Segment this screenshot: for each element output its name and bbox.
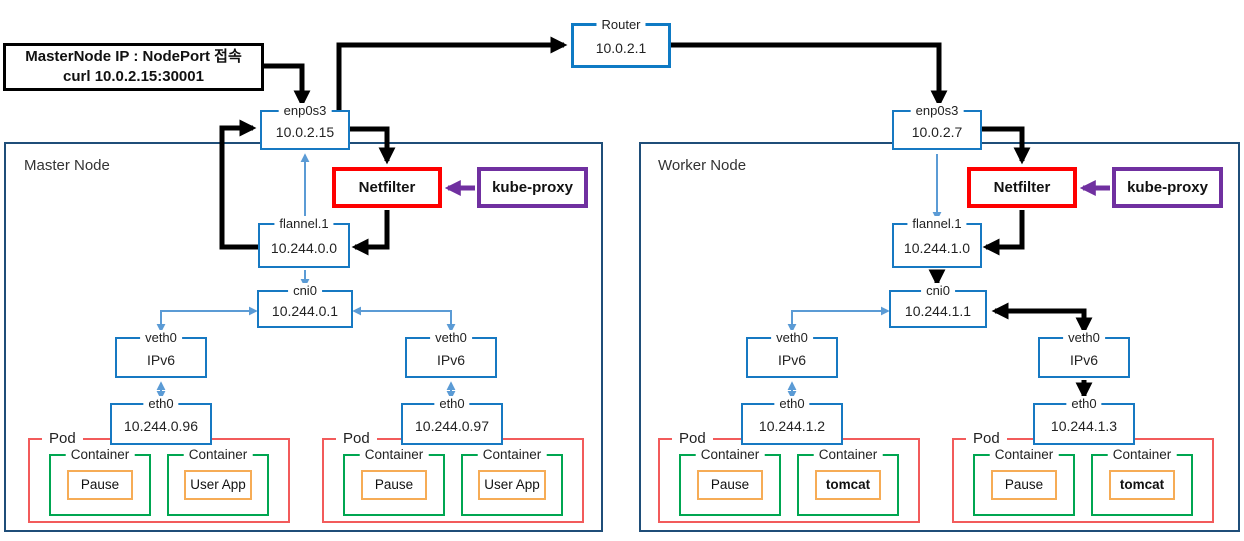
worker-node-label: Worker Node — [658, 157, 747, 174]
interface-title: cni0 — [921, 283, 955, 298]
worker-kube-proxy-box: kube-proxy — [1112, 167, 1223, 208]
worker-pod-right: Pod Container Pause Container tomcat — [952, 430, 1214, 523]
interface-title: cni0 — [288, 283, 322, 298]
container-label: Container — [359, 447, 429, 462]
master-eth-left-box: eth0 10.244.0.96 — [110, 396, 212, 445]
container-label: Container — [65, 447, 135, 462]
worker-enp0s3-box: enp0s3 10.0.2.7 — [892, 103, 982, 150]
interface-title: eth0 — [1066, 396, 1102, 411]
container-box: Container Pause — [343, 447, 445, 516]
interface-ip: 10.244.1.2 — [758, 418, 826, 434]
container-label: Container — [477, 447, 547, 462]
interface-title: eth0 — [774, 396, 810, 411]
app-box-pause: Pause — [991, 469, 1057, 501]
interface-ip: IPv6 — [146, 351, 175, 368]
interface-ip: 10.244.0.97 — [415, 418, 489, 434]
container-box: Container Pause — [49, 447, 151, 516]
master-veth-left-box: veth0 IPv6 — [115, 330, 207, 378]
interface-ip: 10.244.1.1 — [904, 303, 972, 319]
interface-title: eth0 — [434, 396, 470, 411]
app-box-tomcat: tomcat — [815, 469, 881, 501]
container-box: Container Pause — [679, 447, 781, 516]
container-box: Container Pause — [973, 447, 1075, 516]
container-label: Container — [1107, 447, 1177, 462]
callout-line2: curl 10.0.2.15:30001 — [63, 68, 204, 85]
master-eth-right-box: eth0 10.244.0.97 — [401, 396, 503, 445]
app-box-pause: Pause — [697, 469, 763, 501]
worker-flannel-box: flannel.1 10.244.1.0 — [892, 216, 982, 268]
worker-veth-left-box: veth0 IPv6 — [746, 330, 838, 378]
interface-title: veth0 — [771, 330, 813, 345]
pod-label: Pod — [336, 430, 377, 447]
master-cni0-box: cni0 10.244.0.1 — [257, 283, 353, 328]
interface-ip: 10.244.0.96 — [124, 418, 198, 434]
pod-label: Pod — [672, 430, 713, 447]
interface-title: enp0s3 — [278, 103, 332, 118]
app-box-user-app: User App — [478, 469, 546, 501]
interface-title: flannel.1 — [274, 216, 334, 231]
master-pod-right: Pod Container Pause Container User App — [322, 430, 584, 523]
container-label: Container — [989, 447, 1059, 462]
interface-ip: 10.244.0.1 — [271, 303, 339, 319]
interface-title: veth0 — [430, 330, 472, 345]
arrow-callout-to-master-enp0s3 — [264, 63, 311, 108]
app-box-pause: Pause — [361, 469, 427, 501]
master-enp0s3-box: enp0s3 10.0.2.15 — [260, 103, 350, 150]
interface-ip: IPv6 — [436, 351, 465, 368]
container-label: Container — [695, 447, 765, 462]
pod-label: Pod — [966, 430, 1007, 447]
app-box-tomcat: tomcat — [1109, 469, 1175, 501]
interface-ip: 10.0.2.7 — [911, 124, 963, 140]
interface-ip: 10.0.2.15 — [275, 124, 335, 140]
interface-title: veth0 — [1063, 330, 1105, 345]
master-veth-right-box: veth0 IPv6 — [405, 330, 497, 378]
interface-ip: 10.244.1.3 — [1050, 418, 1118, 434]
container-label: Container — [813, 447, 883, 462]
pod-label: Pod — [42, 430, 83, 447]
worker-pod-left: Pod Container Pause Container tomcat — [658, 430, 920, 523]
interface-title: eth0 — [143, 396, 179, 411]
worker-veth-right-box: veth0 IPv6 — [1038, 330, 1130, 378]
router-title: Router — [596, 17, 646, 32]
master-kube-proxy-box: kube-proxy — [477, 167, 588, 208]
master-pod-left: Pod Container Pause Container User App — [28, 430, 290, 523]
worker-eth-left-box: eth0 10.244.1.2 — [741, 396, 843, 445]
interface-title: flannel.1 — [907, 216, 967, 231]
master-node-label: Master Node — [24, 157, 110, 174]
arrow-router-to-worker-enp0s3 — [671, 42, 948, 108]
container-label: Container — [183, 447, 253, 462]
master-flannel-box: flannel.1 10.244.0.0 — [258, 216, 350, 268]
worker-cni0-box: cni0 10.244.1.1 — [889, 283, 987, 328]
interface-ip: IPv6 — [1069, 351, 1098, 368]
interface-ip: 10.244.1.0 — [903, 239, 971, 256]
interface-ip: IPv6 — [777, 351, 806, 368]
master-netfilter-box: Netfilter — [332, 167, 442, 208]
callout-line1: MasterNode IP : NodePort 접속 — [25, 47, 242, 65]
container-box: Container User App — [167, 447, 269, 516]
callout-nodeport-access: MasterNode IP : NodePort 접속 curl 10.0.2.… — [3, 43, 264, 91]
worker-eth-right-box: eth0 10.244.1.3 — [1033, 396, 1135, 445]
container-box: Container tomcat — [797, 447, 899, 516]
worker-netfilter-box: Netfilter — [967, 167, 1077, 208]
router-box: Router 10.0.2.1 — [571, 17, 671, 68]
interface-ip: 10.244.0.0 — [270, 239, 338, 256]
interface-title: veth0 — [140, 330, 182, 345]
arrow-master-enp0s3-to-router — [336, 36, 568, 110]
app-box-pause: Pause — [67, 469, 133, 501]
router-ip: 10.0.2.1 — [595, 39, 647, 56]
interface-title: enp0s3 — [910, 103, 964, 118]
container-box: Container tomcat — [1091, 447, 1193, 516]
app-box-user-app: User App — [184, 469, 252, 501]
container-box: Container User App — [461, 447, 563, 516]
